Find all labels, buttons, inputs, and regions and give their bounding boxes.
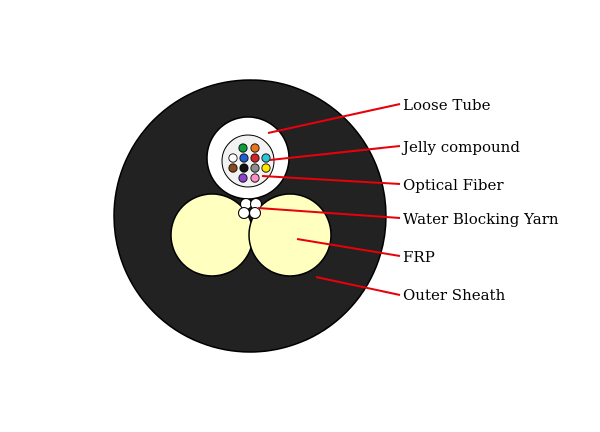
label-optical-fiber: Optical Fiber [403,176,504,194]
leader-loose-tube [267,103,401,134]
violet-fiber [238,173,248,183]
pink-fiber [250,173,260,183]
label-frp: FRP [403,248,435,266]
label-water-blocking-yarn: Water Blocking Yarn [403,210,559,228]
leader-frp [296,238,401,257]
optical-fibers [228,143,271,183]
brown-fiber [228,163,238,173]
label-loose-tube: Loose Tube [403,96,491,114]
blue-fiber [239,153,249,163]
water-blocking-yarns [238,198,262,219]
yarn-3 [238,207,250,219]
black-fiber [239,163,249,173]
yellow-fiber [261,163,271,173]
jelly-compound [221,134,275,188]
white-fiber [228,153,238,163]
leader-lines [257,103,401,296]
leader-water-blocking-yarn [257,207,401,219]
green-fiber [238,143,248,153]
red-fiber [250,153,260,163]
label-jelly-compound: Jelly compound [401,138,520,156]
frp-right [248,193,332,277]
leader-outer-sheath [315,276,401,296]
orange-fiber [250,143,260,153]
gray-fiber [250,163,260,173]
aqua-fiber [261,153,271,163]
yarn-4 [249,207,261,219]
label-outer-sheath: Outer Sheath [403,286,506,304]
leader-optical-fiber [261,175,401,185]
leader-jelly-compound [269,145,401,161]
